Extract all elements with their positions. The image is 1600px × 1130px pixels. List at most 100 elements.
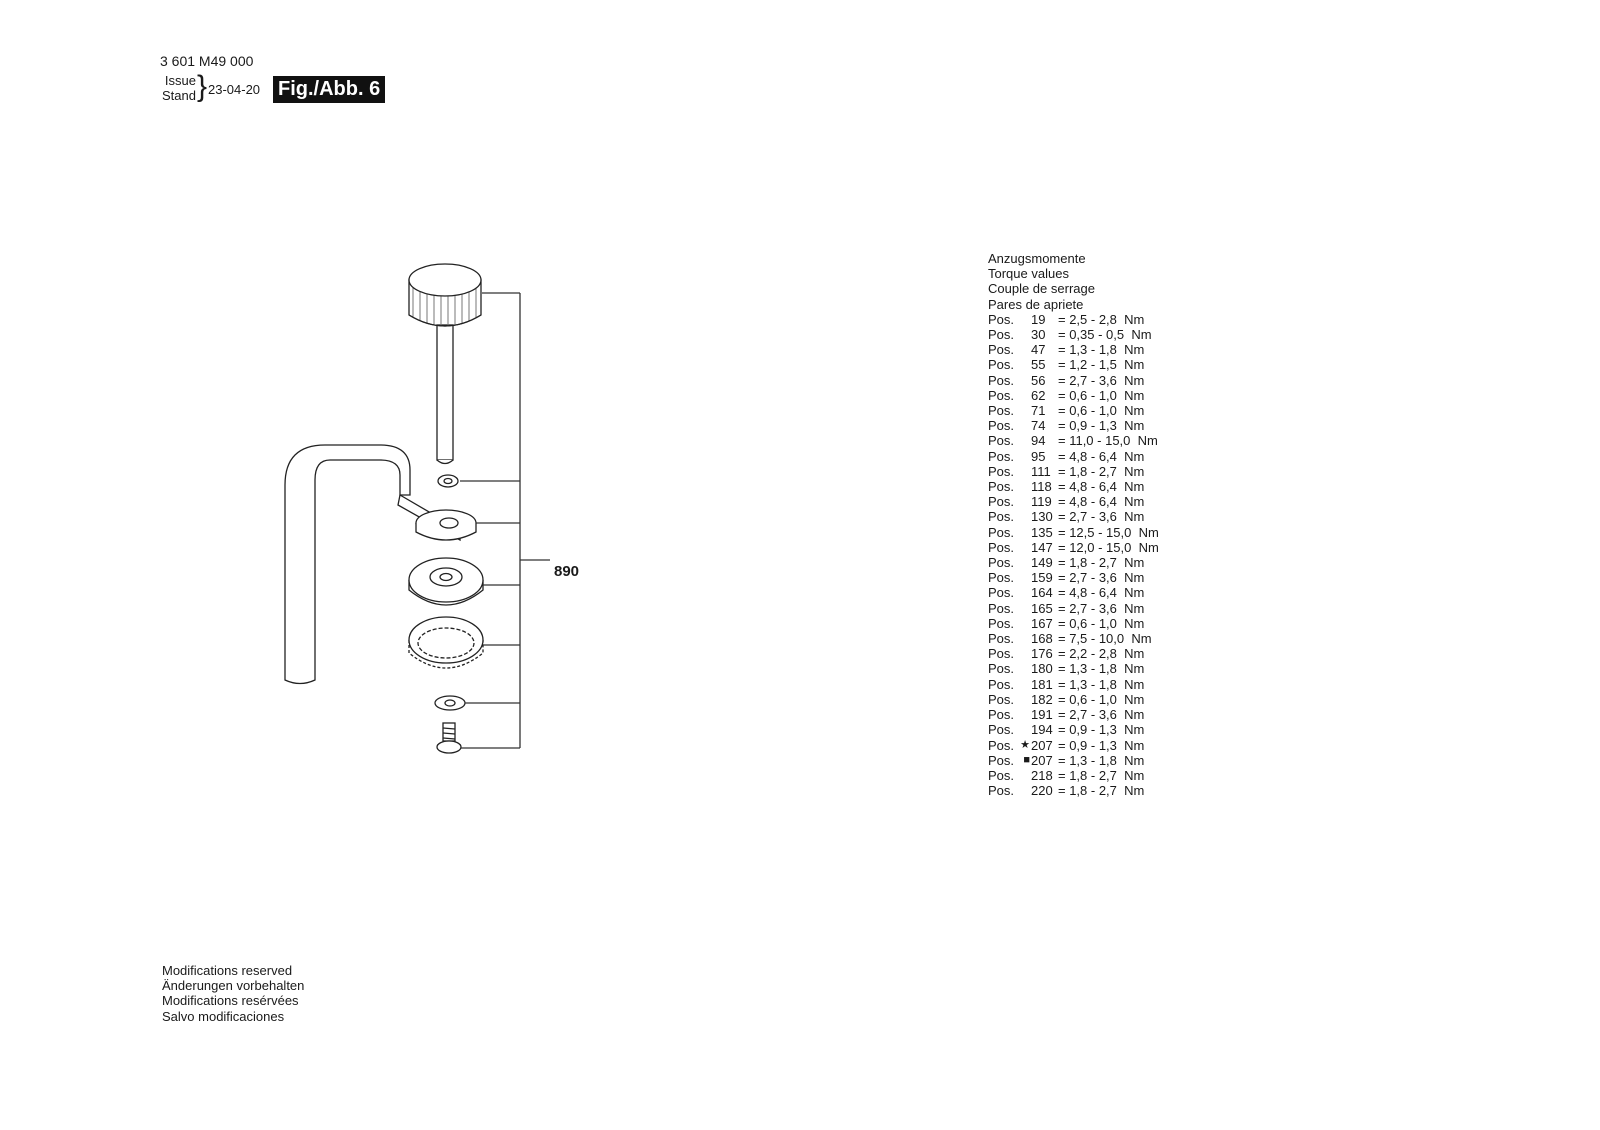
torque-value: = 2,7 - 3,6 Nm bbox=[1058, 600, 1145, 616]
torque-row: Pos.149= 1,8 - 2,7 Nm bbox=[988, 555, 1159, 570]
torque-pos-prefix: Pos. bbox=[988, 752, 1015, 768]
torque-value: = 4,8 - 6,4 Nm bbox=[1058, 585, 1145, 601]
washer-icon bbox=[437, 474, 459, 488]
torque-mark bbox=[1018, 722, 1031, 737]
torque-value: = 1,8 - 2,7 Nm bbox=[1058, 767, 1145, 783]
torque-mark bbox=[1018, 692, 1031, 707]
torque-value: = 1,3 - 1,8 Nm bbox=[1058, 752, 1145, 768]
torque-pos-number: 167 bbox=[1031, 615, 1053, 631]
torque-pos-number: 182 bbox=[1031, 691, 1053, 707]
torque-value: = 2,7 - 3,6 Nm bbox=[1058, 707, 1145, 723]
torque-mark bbox=[1018, 373, 1031, 388]
torque-row: Pos.62= 0,6 - 1,0 Nm bbox=[988, 388, 1159, 403]
torque-row: Pos.95= 4,8 - 6,4 Nm bbox=[988, 449, 1159, 464]
torque-pos-number: 165 bbox=[1031, 600, 1053, 616]
torque-pos-number: 181 bbox=[1031, 676, 1053, 692]
torque-pos-number: 118 bbox=[1031, 479, 1052, 495]
torque-value: = 0,6 - 1,0 Nm bbox=[1058, 615, 1145, 631]
torque-value: = 1,3 - 1,8 Nm bbox=[1058, 342, 1145, 358]
knob-screw-icon bbox=[408, 263, 482, 465]
torque-mark bbox=[1018, 707, 1031, 722]
torque-value: = 4,8 - 6,4 Nm bbox=[1058, 479, 1145, 495]
torque-row: Pos.167= 0,6 - 1,0 Nm bbox=[988, 616, 1159, 631]
torque-pos-prefix: Pos. bbox=[988, 585, 1015, 601]
torque-mark bbox=[1018, 357, 1031, 372]
torque-mark bbox=[1018, 418, 1031, 433]
torque-row: Pos.111= 1,8 - 2,7 Nm bbox=[988, 464, 1159, 479]
torque-row: Pos.130= 2,7 - 3,6 Nm bbox=[988, 509, 1159, 524]
torque-row: Pos.30= 0,35 - 0,5 Nm bbox=[988, 327, 1159, 342]
torque-pos-prefix: Pos. bbox=[988, 448, 1015, 464]
torque-row: Pos.74= 0,9 - 1,3 Nm bbox=[988, 418, 1159, 433]
torque-row: Pos.164= 4,8 - 6,4 Nm bbox=[988, 585, 1159, 600]
torque-heading-en: Torque values bbox=[988, 266, 1069, 282]
torque-value: = 0,9 - 1,3 Nm bbox=[1058, 722, 1145, 738]
torque-pos-number: 47 bbox=[1031, 342, 1046, 358]
star-icon: ★ bbox=[1020, 738, 1030, 751]
torque-value: = 12,0 - 15,0 Nm bbox=[1058, 539, 1159, 555]
torque-pos-number: 19 bbox=[1031, 311, 1046, 327]
torque-pos-prefix: Pos. bbox=[988, 600, 1015, 616]
torque-row: Pos.56= 2,7 - 3,6 Nm bbox=[988, 373, 1159, 388]
torque-mark bbox=[1018, 509, 1031, 524]
torque-mark bbox=[1018, 312, 1031, 327]
torque-pos-prefix: Pos. bbox=[988, 387, 1015, 403]
torque-pos-prefix: Pos. bbox=[988, 631, 1015, 647]
torque-mark bbox=[1018, 327, 1031, 342]
torque-pos-number: 194 bbox=[1031, 722, 1053, 738]
torque-pos-number: 94 bbox=[1031, 433, 1046, 449]
torque-pos-number: 149 bbox=[1031, 555, 1053, 571]
part-number-label: 890 bbox=[554, 563, 580, 580]
toothed-ring-icon bbox=[408, 616, 484, 669]
torque-mark bbox=[1018, 342, 1031, 357]
figure-badge: Fig./Abb. 6 bbox=[273, 76, 386, 103]
footer-line-es: Salvo modificaciones bbox=[162, 1008, 285, 1024]
torque-pos-number: 95 bbox=[1031, 448, 1046, 464]
issue-label: Issue Stand bbox=[160, 73, 196, 103]
torque-mark bbox=[1018, 585, 1031, 600]
leader-lines bbox=[460, 292, 550, 749]
torque-pos-prefix: Pos. bbox=[988, 539, 1015, 555]
torque-mark bbox=[1018, 646, 1031, 661]
torque-value: = 1,8 - 2,7 Nm bbox=[1058, 783, 1145, 799]
torque-pos-number: 218 bbox=[1031, 767, 1053, 783]
torque-pos-number: 55 bbox=[1031, 357, 1046, 373]
torque-pos-prefix: Pos. bbox=[988, 494, 1015, 510]
torque-value: = 2,5 - 2,8 Nm bbox=[1058, 311, 1145, 327]
torque-mark bbox=[1018, 403, 1031, 418]
torque-value: = 1,8 - 2,7 Nm bbox=[1058, 463, 1145, 479]
torque-mark bbox=[1018, 616, 1031, 631]
exploded-parts-diagram bbox=[284, 263, 550, 754]
torque-mark bbox=[1018, 768, 1031, 783]
torque-pos-prefix: Pos. bbox=[988, 342, 1015, 358]
torque-pos-number: 71 bbox=[1031, 403, 1046, 419]
torque-pos-prefix: Pos. bbox=[988, 767, 1015, 783]
torque-mark bbox=[1018, 388, 1031, 403]
torque-mark bbox=[1018, 540, 1031, 555]
torque-mark bbox=[1018, 783, 1031, 798]
bracket-arm-icon bbox=[284, 444, 477, 685]
torque-pos-prefix: Pos. bbox=[988, 783, 1015, 799]
torque-heading-de: Anzugsmomente bbox=[988, 251, 1086, 266]
modifications-notice: Modifications reserved Änderungen vorbeh… bbox=[162, 963, 304, 1024]
torque-pos-prefix: Pos. bbox=[988, 509, 1015, 525]
torque-mark bbox=[1018, 464, 1031, 479]
torque-row: Pos.★207= 0,9 - 1,3 Nm bbox=[988, 738, 1159, 753]
torque-pos-number: 111 bbox=[1031, 463, 1051, 479]
torque-value: = 0,6 - 1,0 Nm bbox=[1058, 403, 1145, 419]
torque-row: Pos.55= 1,2 - 1,5 Nm bbox=[988, 357, 1159, 372]
torque-row: Pos.220= 1,8 - 2,7 Nm bbox=[988, 783, 1159, 798]
torque-value: = 7,5 - 10,0 Nm bbox=[1058, 631, 1152, 647]
torque-row: Pos.147= 12,0 - 15,0 Nm bbox=[988, 540, 1159, 555]
torque-value: = 1,3 - 1,8 Nm bbox=[1058, 676, 1145, 692]
torque-row: Pos. 19 = 2,5 - 2,8 Nm bbox=[988, 312, 1159, 327]
torque-value: = 0,9 - 1,3 Nm bbox=[1058, 737, 1145, 753]
torque-row: Pos.■207= 1,3 - 1,8 Nm bbox=[988, 753, 1159, 768]
torque-row: Pos.191= 2,7 - 3,6 Nm bbox=[988, 707, 1159, 722]
torque-heading-fr: Couple de serrage bbox=[988, 281, 1095, 297]
torque-heading-es: Pares de apriete bbox=[988, 296, 1084, 312]
torque-value: = 1,8 - 2,7 Nm bbox=[1058, 555, 1145, 571]
torque-pos-number: 159 bbox=[1031, 570, 1053, 586]
torque-pos-prefix: Pos. bbox=[988, 311, 1015, 327]
